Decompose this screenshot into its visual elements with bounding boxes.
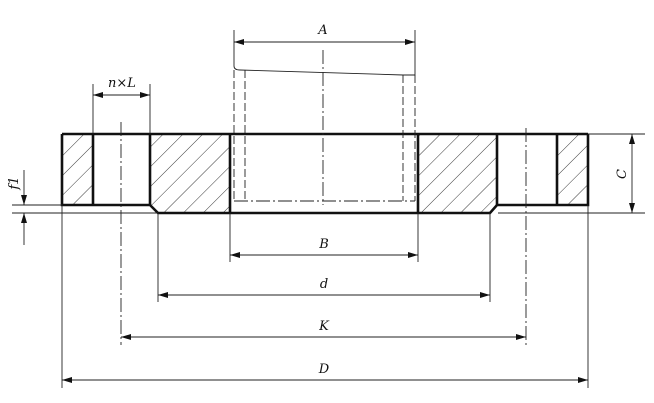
- extension-lines: [12, 30, 645, 388]
- label-d: d: [320, 277, 328, 292]
- label-A: A: [317, 23, 327, 38]
- label-B: B: [318, 237, 329, 252]
- hatched-sections: [63, 135, 587, 213]
- label-C: C: [615, 169, 630, 179]
- label-D: D: [318, 362, 330, 377]
- flange-outline: [60, 132, 590, 215]
- center-lines: [120, 50, 527, 345]
- label-f1: f1: [7, 176, 22, 190]
- label-nxL: n×L: [108, 76, 136, 91]
- pipe-hidden-lines: [233, 42, 416, 202]
- dimension-lines: [21, 39, 635, 383]
- label-K: K: [318, 319, 330, 334]
